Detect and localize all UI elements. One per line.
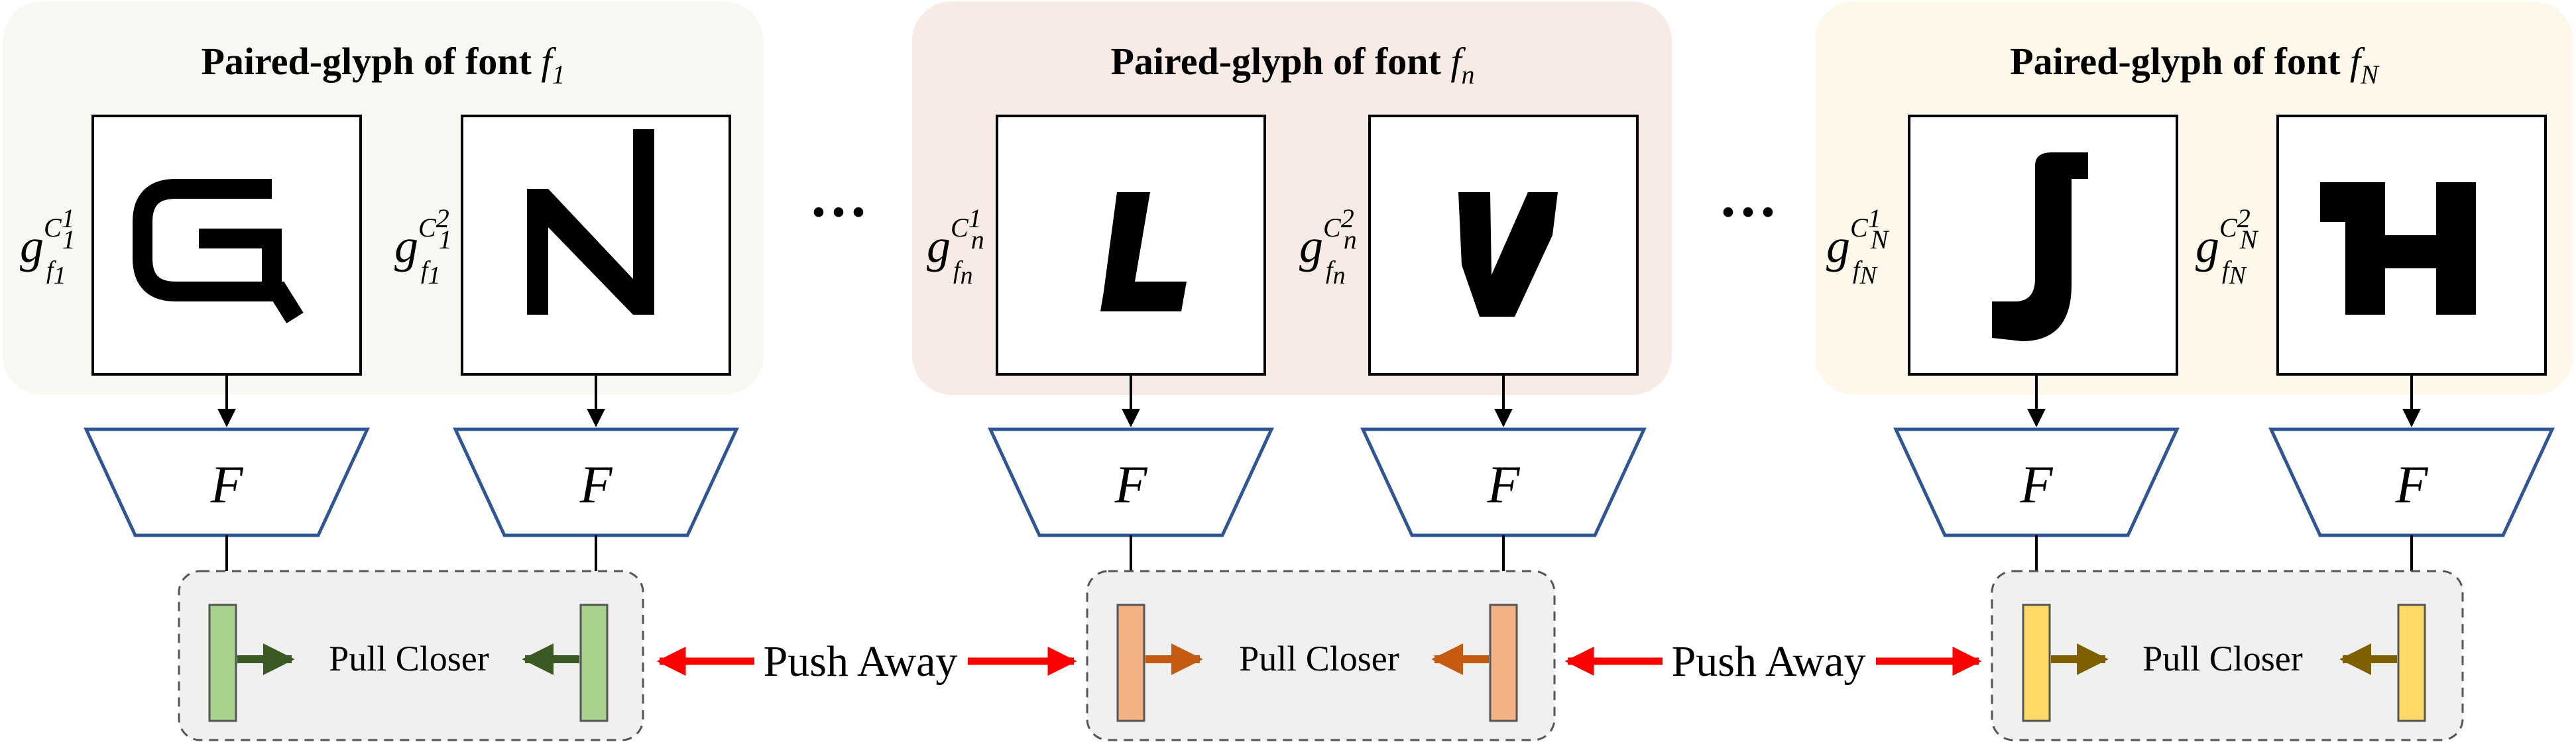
encoder-label: F	[1114, 456, 1148, 514]
feature-vector	[208, 604, 237, 722]
feature-space-box	[1991, 570, 2464, 741]
feature-vector	[2397, 604, 2426, 722]
glyph-J-icon	[1992, 152, 2088, 341]
glyph-image-box	[461, 115, 731, 376]
push-away-2: Push Away	[1564, 637, 1982, 686]
pull-closer-label: Pull Closer	[1239, 639, 1399, 678]
glyph-G-icon	[133, 179, 304, 323]
group-title: Paired-glyph of font fn	[1110, 40, 1474, 89]
encoder-trapezoid	[1360, 427, 1647, 537]
push-away-label: Push Away	[764, 637, 958, 686]
encoder-label: F	[2020, 456, 2054, 514]
encoder-label: F	[1487, 456, 1521, 514]
feature-space-box	[178, 570, 644, 741]
ellipsis: ···	[1718, 180, 1778, 245]
group-title: Paired-glyph of font fN	[2010, 40, 2380, 89]
feature-space-box	[1086, 570, 1556, 741]
encoder-label: F	[2395, 456, 2429, 514]
pull-closer-label: Pull Closer	[329, 639, 489, 678]
feature-vector	[1489, 604, 1518, 722]
feature-vector	[579, 604, 609, 722]
push-away-1: Push Away	[656, 637, 1077, 686]
encoder-label: F	[579, 456, 613, 514]
glyph-N-icon	[527, 129, 654, 315]
encoder-trapezoid	[84, 427, 370, 537]
glyph-L-icon	[1100, 192, 1187, 311]
encoder-trapezoid	[453, 427, 739, 537]
glyph-V-icon	[1458, 192, 1558, 317]
push-away-label: Push Away	[1672, 637, 1866, 686]
feature-vector	[1116, 604, 1145, 722]
encoder-trapezoid	[1893, 427, 2180, 537]
pull-closer-label: Pull Closer	[2142, 639, 2303, 678]
encoder-trapezoid	[988, 427, 1274, 537]
ellipsis: ···	[809, 180, 868, 245]
feature-vector	[2022, 604, 2051, 722]
glyph-H-icon	[2320, 182, 2476, 315]
group-title: Paired-glyph of font f1	[201, 40, 565, 89]
glyph-image-box	[1368, 115, 1639, 376]
encoder-label: F	[210, 456, 244, 514]
encoder-trapezoid	[2268, 427, 2555, 537]
